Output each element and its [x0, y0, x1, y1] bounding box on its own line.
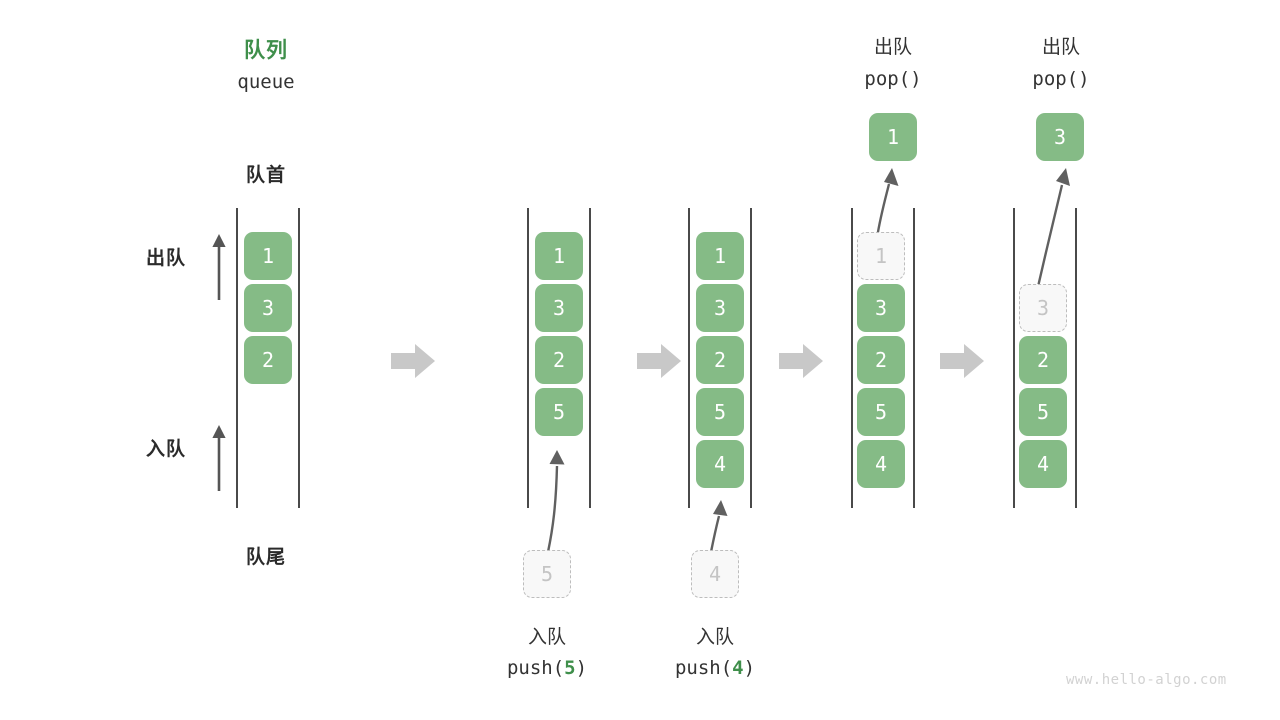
queue-cell: 4 [1019, 440, 1067, 488]
push-arrow-icon [709, 500, 728, 553]
queue-rail-right [298, 208, 300, 508]
rear-label: 队尾 [245, 547, 286, 568]
queue-cell: 2 [1019, 336, 1067, 384]
queue-cell: 3 [244, 284, 292, 332]
queue-cell-removed: 3 [1019, 284, 1067, 332]
queue-rail-right [913, 208, 915, 508]
queue-rail-right [1075, 208, 1077, 508]
enqueue-direction-label: 入队 [146, 439, 187, 460]
watermark: www.hello-algo.com [1066, 672, 1227, 688]
incoming-element-ghost: 5 [523, 550, 571, 598]
queue-cell: 2 [857, 336, 905, 384]
push-caption-code: push(4) [645, 657, 785, 679]
push-caption-cn: 入队 [527, 627, 566, 648]
step-arrow-icon [779, 344, 823, 378]
pop-header-code: pop() [864, 68, 922, 90]
queue-rail-left [236, 208, 238, 508]
push-code-suffix: ) [743, 657, 756, 679]
push-arrow-icon [546, 450, 565, 553]
queue-rail-left [688, 208, 690, 508]
incoming-element-ghost: 4 [691, 550, 739, 598]
queue-rail-left [1013, 208, 1015, 508]
queue-cell: 3 [535, 284, 583, 332]
queue-cell-new: 5 [535, 388, 583, 436]
queue-rail-left [527, 208, 529, 508]
queue-cell: 2 [244, 336, 292, 384]
push-code-suffix: ) [575, 657, 588, 679]
queue-cell-new: 4 [696, 440, 744, 488]
push-caption-code: push(5) [477, 657, 617, 679]
queue-cell: 3 [857, 284, 905, 332]
queue-cell: 1 [244, 232, 292, 280]
step-arrow-icon [637, 344, 681, 378]
pop-header-cn: 出队 [1041, 37, 1080, 58]
queue-title-cn: 队列 [244, 39, 288, 62]
pop-header-code: pop() [1032, 68, 1090, 90]
queue-rail-right [589, 208, 591, 508]
popped-element: 1 [869, 113, 917, 161]
queue-title-en: queue [237, 71, 295, 93]
push-code-arg: 4 [732, 657, 744, 679]
front-label: 队首 [245, 165, 286, 186]
queue-cell: 2 [535, 336, 583, 384]
pop-header-cn: 出队 [873, 37, 912, 58]
step-arrow-icon [940, 344, 984, 378]
arrow-up-icon [212, 425, 226, 491]
queue-cell: 1 [696, 232, 744, 280]
queue-rail-left [851, 208, 853, 508]
arrow-up-icon [212, 234, 226, 300]
step-arrow-icon [391, 344, 435, 378]
pop-arrow-icon [875, 168, 899, 239]
queue-cell: 4 [857, 440, 905, 488]
queue-cell-removed: 1 [857, 232, 905, 280]
push-caption-cn: 入队 [695, 627, 734, 648]
dequeue-direction-label: 出队 [146, 248, 187, 269]
push-code-prefix: push( [674, 657, 733, 679]
queue-cell: 5 [1019, 388, 1067, 436]
push-code-prefix: push( [506, 657, 565, 679]
queue-cell: 2 [696, 336, 744, 384]
popped-element: 3 [1036, 113, 1084, 161]
queue-cell: 1 [535, 232, 583, 280]
queue-rail-right [750, 208, 752, 508]
push-code-arg: 5 [564, 657, 576, 679]
queue-cell: 5 [696, 388, 744, 436]
pop-arrow-icon [1035, 168, 1070, 292]
queue-cell: 5 [857, 388, 905, 436]
queue-cell: 3 [696, 284, 744, 332]
